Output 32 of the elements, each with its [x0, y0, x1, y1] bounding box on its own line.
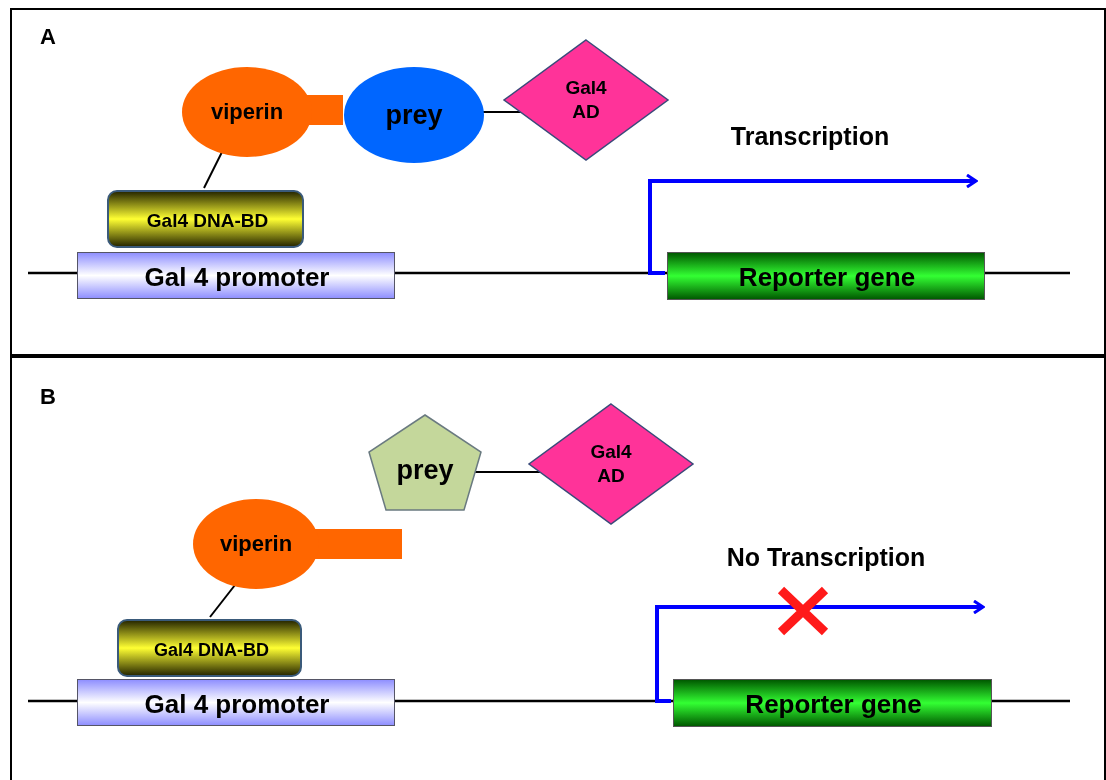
- node-label: Gal4 AD: [589, 440, 633, 488]
- node-label: Gal4 DNA-BD: [154, 639, 269, 661]
- connector-line: [209, 584, 236, 618]
- gene-box: [667, 252, 985, 300]
- node-label: prey: [385, 99, 443, 131]
- gene-box: [673, 679, 992, 727]
- protein-ellipse: [182, 67, 312, 157]
- panel-frame: [10, 356, 1106, 780]
- binding-domain-box: [117, 619, 302, 677]
- node-label: Gal 4 promoter: [144, 688, 330, 719]
- node-label: Gal4 AD: [564, 76, 608, 124]
- panel-letter: B: [40, 384, 56, 410]
- node-label: prey: [396, 454, 454, 486]
- node-label: Reporter gene: [738, 261, 916, 293]
- node-label: Reporter gene: [745, 688, 922, 720]
- protein-pentagon: [369, 415, 481, 510]
- promoter-box: [77, 679, 395, 726]
- node-label: viperin: [219, 531, 293, 557]
- domain-diamond: [529, 404, 693, 524]
- node-label: Gal4 DNA-BD: [146, 210, 269, 232]
- node-label: Gal 4 promoter: [144, 261, 330, 292]
- binding-domain-box: [107, 190, 304, 248]
- promoter-box: [77, 252, 395, 299]
- panel-frame: [10, 8, 1106, 356]
- arrow: [655, 599, 985, 703]
- node-label: viperin: [210, 99, 284, 125]
- connector-line: [481, 111, 522, 113]
- domain-diamond: [504, 40, 668, 160]
- protein-ellipse: [344, 67, 484, 163]
- connector-line: [203, 151, 223, 189]
- arrow: [648, 173, 978, 275]
- panel-letter: A: [40, 24, 56, 50]
